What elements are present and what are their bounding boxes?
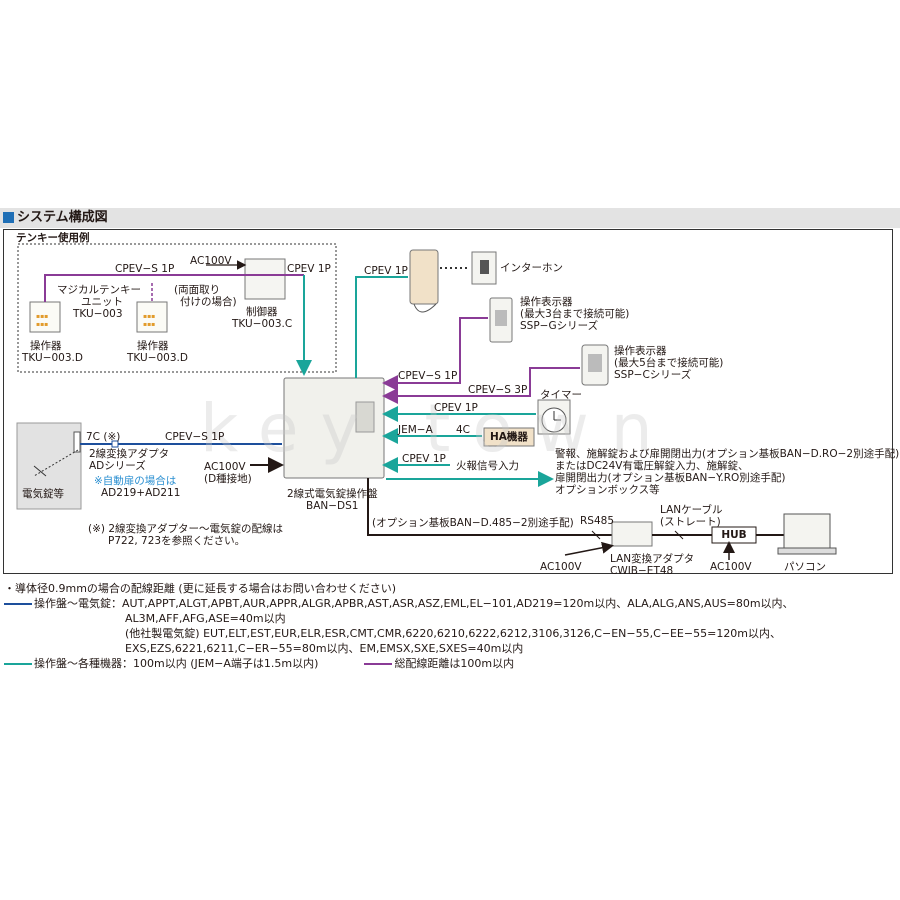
- label-rs485: RS485: [580, 515, 615, 527]
- wire-ssp-g: [382, 317, 488, 391]
- svg-text:▪▪▪: ▪▪▪: [36, 313, 48, 320]
- label-cpev1p-fire: CPEV 1P: [402, 453, 446, 465]
- label-ac100v-top: AC100V: [190, 255, 232, 267]
- wire-intercom: [355, 276, 408, 378]
- section-marker-icon: [3, 212, 14, 223]
- ha-device-label: HA機器: [490, 431, 528, 443]
- label-alarm-2: またはDC24V有電圧解錠入力、施解錠、: [555, 460, 749, 472]
- intercom-handset: [409, 249, 439, 305]
- wiring-notes: ・導体径0.9mmの場合の配線距離 (更に延長する場合はお問い合わせください) …: [4, 581, 884, 671]
- hub-label: HUB: [721, 529, 747, 541]
- label-cpevs3p: CPEV−S 3P: [468, 384, 528, 396]
- label-unit: ユニット: [81, 296, 123, 308]
- label-seigyoki: 制御器: [246, 306, 278, 318]
- tenkey-example-frame: [17, 243, 337, 373]
- label-panel-1: 2線式電気錠操作盤: [287, 488, 378, 500]
- note-other-locks: (他社製電気錠) EUT,ELT,EST,EUR,ELR,ESR,CMT,CMR…: [125, 627, 782, 640]
- label-adapter-2: ADシリーズ: [89, 460, 146, 472]
- note-other-locks-cont: EXS,EZS,6221,6211,C−ER−55=80m以内、EM,EMSX,…: [125, 642, 524, 655]
- electric-lock-door: [16, 422, 82, 510]
- note-lock-distance: 操作盤〜電気錠：AUT,APPT,ALGT,APBT,AUR,APPR,ALGR…: [4, 596, 884, 611]
- ha-device-box: [483, 427, 535, 447]
- label-tku003: TKU−003: [73, 308, 123, 320]
- wire-ssp-c: [382, 367, 580, 404]
- label-cpev1p-intercom: CPEV 1P: [364, 265, 408, 277]
- note-devices: 操作盤〜各種機器：100m以内 (JEM−A端子は1.5m以内) 総配線距離は10…: [4, 656, 884, 671]
- label-tsuke: 付けの場合): [180, 296, 237, 308]
- label-panel-2: BAN−DS1: [306, 500, 359, 512]
- label-tku003d-1: TKU−003.D: [22, 352, 83, 364]
- label-ad-models: AD219+AD211: [101, 487, 181, 499]
- lan-adapter-box: [611, 521, 653, 547]
- label-ac100v-lan: AC100V: [540, 561, 582, 573]
- label-ssp-c-1: 操作表示器: [614, 345, 667, 357]
- label-tku003c: TKU−003.C: [232, 318, 293, 330]
- label-cpevs1p-top: CPEV−S 1P: [115, 263, 175, 275]
- label-jema: JEM−A: [398, 424, 433, 436]
- label-cpevs1p-lock: CPEV−S 1P: [165, 431, 225, 443]
- svg-text:▪▪▪: ▪▪▪: [143, 321, 155, 328]
- label-lock: 電気錠等: [22, 488, 64, 500]
- label-alarm-3: 扉開閉出力(オプション基板BAN−Y.RO別途手配): [555, 472, 786, 484]
- diagram-frame: [3, 229, 893, 574]
- label-ryomen: (両面取り: [174, 284, 221, 296]
- label-ac100v-ground: AC100V: [204, 461, 246, 473]
- label-lan-adapter-1: LAN変換アダプタ: [610, 553, 695, 565]
- label-timer: タイマー: [540, 389, 582, 401]
- label-lan-cable-2: (ストレート): [660, 516, 721, 528]
- label-alarm-1: 警報、施解錠および扉開閉出力(オプション基板BAN−D.RO−2別途手配): [555, 448, 900, 460]
- purple-legend-line: [364, 663, 393, 665]
- label-magical-tenkey: マジカルテンキー: [57, 284, 141, 296]
- label-lan-cable-1: LANケーブル: [660, 504, 723, 516]
- label-4c: 4C: [456, 424, 471, 436]
- label-cpev1p-top: CPEV 1P: [287, 263, 331, 275]
- label-intercom: インターホン: [500, 262, 563, 274]
- note-header: ・導体径0.9mmの場合の配線距離 (更に延長する場合はお問い合わせください): [4, 582, 397, 595]
- label-ssp-g-3: SSP−Gシリーズ: [520, 320, 599, 332]
- label-ground: (D種接地): [204, 473, 252, 485]
- blue-legend-line: [4, 603, 32, 605]
- label-ac100v-hub: AC100V: [710, 561, 752, 573]
- note-text: 操作盤〜電気錠：AUT,APPT,ALGT,APBT,AUR,APPR,ALGR…: [34, 597, 794, 610]
- label-note-wiring-2: P722, 723を参照ください。: [108, 535, 246, 547]
- label-cpev1p-timer: CPEV 1P: [434, 402, 478, 414]
- label-option485: (オプション基板BAN−D.485−2別途手配): [372, 517, 574, 529]
- label-ssp-g-2: (最大3台まで接続可能): [520, 308, 630, 320]
- label-auto-door: ※自動扉の場合は: [94, 475, 177, 487]
- label-cpevs1p-mid: CPEV−S 1P: [398, 370, 458, 382]
- label-note-wiring-1: (※) 2線変換アダプター〜電気錠の配線は: [88, 523, 284, 535]
- label-tku003d-2: TKU−003.D: [127, 352, 188, 364]
- label-ssp-c-3: SSP−Cシリーズ: [614, 369, 692, 381]
- label-pc: パソコン: [784, 561, 826, 573]
- wire-rs485: [367, 478, 612, 536]
- label-sosaki-1: 操作器: [30, 340, 62, 352]
- watermark: key town: [200, 390, 675, 467]
- label-7c: 7C (※): [86, 431, 121, 443]
- svg-text:▪▪▪: ▪▪▪: [143, 313, 155, 320]
- label-adapter-1: 2線変換アダプタ: [89, 448, 170, 460]
- note-lock-distance-cont: AL3M,AFF,AFG,ASE=40m以内: [125, 612, 286, 625]
- section-title: システム構成図: [17, 210, 108, 225]
- label-fire: 火報信号入力: [456, 460, 519, 472]
- teal-legend-line: [4, 663, 32, 665]
- pc-monitor: [783, 513, 831, 549]
- section-header-bar: [0, 208, 900, 228]
- wire-cpevs-tenkey: [44, 274, 304, 302]
- label-ssp-c-2: (最大5台まで接続可能): [614, 357, 724, 369]
- note-text: 操作盤〜各種機器：100m以内 (JEM−A端子は1.5m以内): [34, 657, 319, 670]
- tenkey-example-label: テンキー使用例: [16, 232, 90, 244]
- controller-box: [244, 258, 286, 300]
- svg-text:▪▪▪: ▪▪▪: [36, 321, 48, 328]
- label-lan-adapter-2: CWIB−ET48: [610, 565, 674, 577]
- tenkey-operator-2: [136, 301, 168, 333]
- label-ssp-g-1: 操作表示器: [520, 296, 573, 308]
- label-alarm-4: オプションボックス等: [555, 484, 660, 496]
- label-sosaki-2: 操作器: [137, 340, 169, 352]
- note-text: 総配線距離は100m以内: [394, 657, 515, 670]
